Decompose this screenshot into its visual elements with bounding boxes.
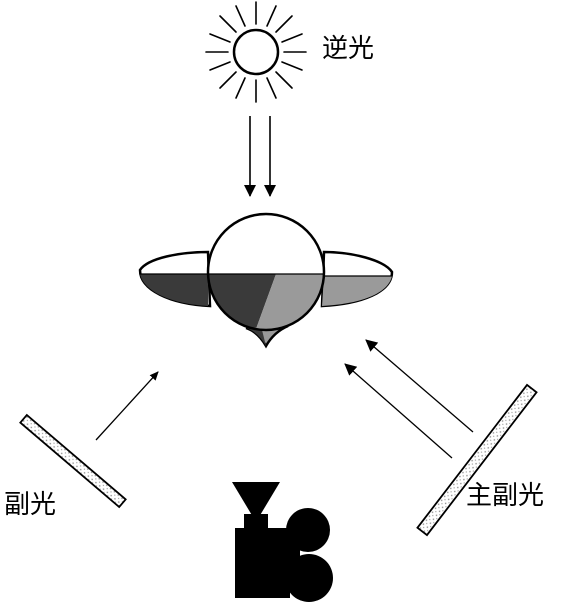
sun-icon [205, 1, 307, 103]
reflector-board-right [416, 383, 538, 537]
key-fill-light-arrows [344, 339, 474, 459]
camera-icon [232, 482, 333, 602]
fill-light-arrow [95, 371, 159, 441]
fill-light-label: 副光 [4, 490, 57, 520]
arrow-icon [365, 339, 474, 433]
subject-head-icon [138, 212, 394, 349]
arrow-icon [344, 363, 453, 459]
back-light-arrows [244, 116, 276, 197]
reflector-board-left [19, 413, 127, 509]
back-light-label: 逆光 [322, 34, 375, 64]
key-fill-light-label: 主副光 [466, 481, 545, 511]
